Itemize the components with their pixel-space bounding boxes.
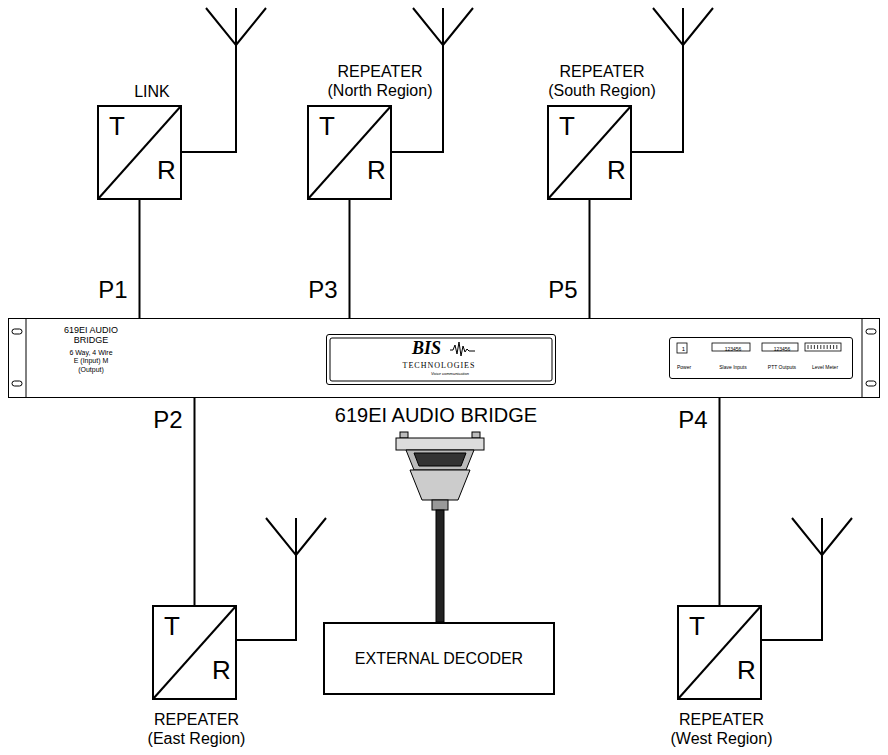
logo-panel: BISTECHNOLOGIESVoice communication <box>326 334 556 385</box>
repeater-radio-box: REPEATER (East Region)TR <box>152 605 237 700</box>
meter-segment <box>827 345 828 349</box>
mounting-slot <box>866 329 876 334</box>
tr-diagonal <box>678 606 761 699</box>
mounting-slot <box>12 381 22 386</box>
transmit-letter: T <box>689 611 705 642</box>
meter-segment <box>817 345 818 349</box>
antennas <box>182 8 852 640</box>
meter-segment <box>820 345 821 349</box>
meter-segment <box>808 345 809 349</box>
radio-heading: REPEATER (West Region) <box>659 710 784 748</box>
thumb-screw <box>400 432 408 438</box>
radio-heading: LINK <box>134 82 170 101</box>
brand-name: TECHNOLOGIES <box>403 361 476 371</box>
meter-segments <box>808 345 837 349</box>
meter-segment <box>811 345 812 349</box>
level-meter <box>805 343 841 351</box>
indicator-panel: 1Power 123456Slave Inputs 123456PTT Output… <box>669 337 853 379</box>
radio-diagonals <box>98 106 761 699</box>
meter-segment <box>824 345 825 349</box>
meter-segment <box>830 345 831 349</box>
port-line <box>139 200 141 318</box>
led-numbers: 123456 <box>725 347 742 352</box>
port-line <box>349 200 351 318</box>
port-label: P2 <box>151 408 184 432</box>
model-label: 619EI AUDIO BRIDGE <box>56 325 126 346</box>
db25-connector <box>396 432 484 622</box>
connector-face <box>414 453 466 466</box>
strain-relief <box>432 500 448 510</box>
port-line <box>194 398 196 605</box>
meter-segment <box>814 345 815 349</box>
rack-ear-edge <box>26 318 27 398</box>
radio-heading: REPEATER (South Region) <box>540 62 665 100</box>
port-label: P4 <box>676 408 709 432</box>
port-label: P3 <box>306 278 339 302</box>
connector-hood <box>410 470 470 500</box>
rack-ear-edge <box>862 318 863 398</box>
spec-label: 6 Way, 4 Wire E (Input) M (Output) <box>67 349 115 374</box>
tr-diagonal <box>548 106 631 199</box>
antenna <box>762 518 852 640</box>
mounting-slot <box>866 381 876 386</box>
decoder-label: EXTERNAL DECODER <box>355 649 523 668</box>
transmit-letter: T <box>559 111 575 142</box>
cable <box>436 510 444 622</box>
mounting-slot <box>12 329 22 334</box>
brand-tagline: Voice communication <box>431 372 469 377</box>
tr-diagonal <box>98 106 181 199</box>
indicator-icons <box>677 343 841 353</box>
connector-flange <box>396 438 484 450</box>
radio-heading: REPEATER (North Region) <box>318 62 443 100</box>
port-label: P1 <box>96 278 129 302</box>
meter-segment <box>836 345 837 349</box>
indicator-label: Slave Inputs <box>719 365 747 370</box>
port-line <box>589 200 591 318</box>
power-switch <box>677 343 687 353</box>
rack-ears <box>12 318 876 398</box>
switch-mark: 1 <box>682 346 685 352</box>
repeater-radio-box: REPEATER (West Region)TR <box>677 605 762 700</box>
brand-logo: BIS <box>412 338 441 360</box>
waveform-logo <box>450 342 475 356</box>
radio-heading: REPEATER (East Region) <box>134 710 259 748</box>
decoder-box: EXTERNAL DECODER <box>323 622 555 695</box>
repeater-radio-box: REPEATER (North Region)TR <box>307 105 392 200</box>
receive-letter: R <box>157 155 176 186</box>
meter-segment <box>833 345 834 349</box>
antenna <box>237 518 326 640</box>
audio-bridge-rack: 619EI AUDIO BRIDGE 6 Way, 4 Wire E (Input… <box>8 318 880 398</box>
receive-letter: R <box>367 155 386 186</box>
unit-caption: 619EI AUDIO BRIDGE <box>335 405 537 425</box>
transmit-letter: T <box>319 111 335 142</box>
led-row <box>712 343 750 351</box>
logo-frame <box>330 338 552 381</box>
connector-shell <box>406 450 474 470</box>
antenna <box>182 8 266 152</box>
port-line <box>719 398 721 605</box>
link-radio-box: LINKTR <box>97 105 182 200</box>
indicator-label: Power <box>677 365 691 370</box>
led-row <box>762 343 798 351</box>
tr-diagonal <box>153 606 236 699</box>
repeater-radio-box: REPEATER (South Region)TR <box>547 105 632 200</box>
indicator-label: PTT Outputs <box>768 365 796 370</box>
receive-letter: R <box>607 155 626 186</box>
tr-diagonal <box>308 106 391 199</box>
receive-letter: R <box>737 655 756 686</box>
port-label: P5 <box>546 278 579 302</box>
transmit-letter: T <box>109 111 125 142</box>
indicator-label: Level Meter <box>812 365 838 370</box>
receive-letter: R <box>212 655 231 686</box>
led-numbers: 123456 <box>774 347 791 352</box>
transmit-letter: T <box>164 611 180 642</box>
thumb-screw <box>472 432 480 438</box>
